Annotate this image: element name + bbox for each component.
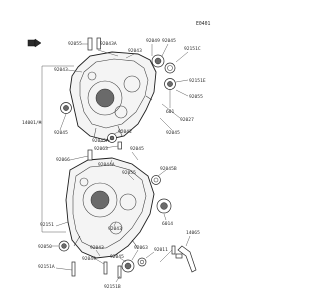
- part-label: 92045: [54, 130, 68, 136]
- part-label: 92045: [166, 130, 180, 136]
- part-label: 601: [166, 109, 175, 115]
- part-label: 92011: [154, 247, 168, 253]
- bearing-lower-left: [58, 240, 70, 252]
- part-label: 92044A: [98, 162, 115, 168]
- figure-code: E0401: [196, 21, 211, 27]
- part-label: 92043: [108, 226, 122, 232]
- part-label: 92027: [180, 117, 194, 123]
- part-label: 14001/A: [22, 120, 42, 126]
- part-label: 92151E: [189, 78, 206, 84]
- leader-lines: [38, 43, 191, 283]
- parts-diagram-stage: E0401: [22, 21, 211, 290]
- part-label: 92045B: [160, 166, 177, 172]
- part-label: 92045: [130, 146, 144, 152]
- part-label: 92043A: [100, 41, 117, 47]
- part-label: 92066: [56, 157, 70, 163]
- part-label: 92049: [146, 38, 160, 44]
- part-label: 92055: [68, 41, 82, 47]
- bolt-lower-left: [71, 261, 76, 277]
- part-label: 92050: [38, 244, 52, 250]
- stud-mid-left: [87, 149, 93, 161]
- part-label: 92045: [110, 254, 124, 260]
- part-label: 92151C: [184, 46, 201, 52]
- bearing-mid-upper: [107, 133, 117, 143]
- bearing-right-92045b: [151, 175, 161, 185]
- part-label: 92043: [128, 48, 142, 54]
- part-label: 92042: [118, 129, 132, 135]
- part-label: 14065: [186, 230, 200, 236]
- part-label: 6014: [162, 221, 173, 227]
- dowel-pin-top-b: [96, 37, 101, 50]
- part-label: 92045: [162, 38, 176, 44]
- part-label: 92049: [82, 256, 96, 262]
- upper-crankcase-half: [69, 51, 157, 141]
- bearing-top-right-b: [164, 62, 176, 74]
- bearing-top-right-a: [151, 54, 165, 68]
- part-number-labels: 92055 92043A 92043 92049 92045 92151C 92…: [22, 38, 206, 290]
- part-label: 92151: [40, 222, 54, 228]
- bearing-left-upper: [60, 102, 72, 114]
- bolt-lower-mid: [103, 261, 108, 275]
- bolt-lower-b: [117, 265, 122, 279]
- part-label: 92055: [189, 94, 203, 100]
- part-label: 92151A: [38, 264, 55, 270]
- bearing-right-6014: [156, 198, 172, 214]
- part-label: 92045A: [92, 138, 109, 144]
- bolt-lower-right: [171, 245, 176, 255]
- part-label: 92043: [90, 245, 104, 251]
- bearing-lower-mid: [121, 259, 135, 273]
- exploded-parts-diagram: E0401: [22, 21, 211, 290]
- dowel-pin-top-a: [87, 37, 93, 51]
- part-label: 92063: [134, 245, 148, 251]
- lower-crankcase-half: [65, 157, 155, 259]
- part-label: 92043: [54, 67, 68, 73]
- dowel-pin-mid: [117, 141, 122, 150]
- part-label: 92063: [94, 146, 108, 152]
- part-label: 92151B: [104, 284, 121, 290]
- part-label: 92055: [122, 170, 136, 176]
- seal-lower-mid: [137, 257, 147, 267]
- oil-fitting-14065: [175, 245, 197, 273]
- front-arrow-icon: [27, 38, 42, 48]
- bearing-right-601: [164, 78, 176, 90]
